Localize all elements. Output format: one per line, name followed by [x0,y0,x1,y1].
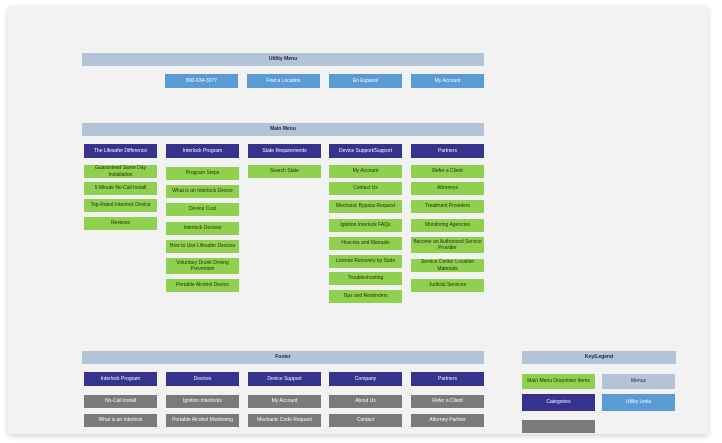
footer-header: Footer [82,351,484,364]
main-menu-item[interactable]: License Recovery by State [329,255,402,268]
main-menu-item[interactable]: Attorneys [411,182,484,195]
main-menu-item[interactable]: Portable Alcohol Device [166,279,239,292]
legend-header: Key/Legend [522,351,676,364]
main-menu-item[interactable]: Contact Us [329,182,402,195]
legend-swatch-dropdown-items: Main Menu Dropdown Items [522,374,595,389]
main-menu-item[interactable]: Monitoring Agencies [411,219,484,232]
main-menu-item[interactable]: Become an Authorized Service Provider [411,237,484,253]
main-category-device-support[interactable]: Device Support/Support [329,144,402,158]
footer-category-partners[interactable]: Partners [411,372,484,386]
main-category-interlock-program[interactable]: Interlock Program [166,144,239,158]
footer-item[interactable]: No-Call Install [84,395,157,408]
legend-swatch-menus: Menus [602,374,675,389]
main-menu-item[interactable]: Troubleshooting [329,272,402,285]
main-menu-item[interactable]: Voluntary Drunk Driving Prevention [166,258,239,274]
footer-item[interactable]: Contact [329,414,402,427]
footer-item[interactable]: Refer a Client [411,395,484,408]
utility-menu-header: Utility Menu [82,53,484,66]
utility-link-my-account[interactable]: My Account [411,74,484,88]
main-menu-item[interactable]: Search State [248,165,321,178]
main-menu-item[interactable]: Treatment Providers [411,200,484,213]
main-menu-item[interactable]: Service Center Location Materials [411,259,484,272]
main-menu-header: Main Menu [82,123,484,136]
main-menu-item[interactable]: Ignition Interlock FAQs [329,219,402,232]
footer-category-devices[interactable]: Devices [166,372,239,386]
main-menu-item[interactable]: Interlock Devices [166,222,239,235]
utility-link-find-location[interactable]: Find a Location [247,74,320,88]
footer-item[interactable]: Ignition Interlocks [166,395,239,408]
main-menu-item[interactable]: Guaranteed Same Day Installation [84,165,157,178]
footer-item[interactable]: Portable Alcohol Monitoring [166,414,239,427]
footer-item[interactable]: About Us [329,395,402,408]
sitemap-canvas: Utility Menu 800-634-3077 Find a Locatio… [8,6,708,434]
main-menu-item[interactable]: Device Cost [166,203,239,216]
main-menu-item[interactable]: Tips and Reminders [329,290,402,303]
footer-category-device-support[interactable]: Device Support [248,372,321,386]
main-menu-item[interactable]: Program Steps [166,167,239,180]
main-menu-item[interactable]: Top-Rated Interlock Device [84,199,157,212]
main-menu-item[interactable]: Refer a Client [411,165,484,178]
main-menu-item[interactable]: How-tos and Manuals [329,237,402,250]
footer-item[interactable]: What is an Interlock [84,414,157,427]
main-menu-item[interactable]: My Account [329,165,402,178]
footer-item[interactable]: My Account [248,395,321,408]
main-menu-item[interactable]: 5 Minute No Call Install [84,182,157,195]
footer-category-company[interactable]: Company [329,372,402,386]
footer-item[interactable]: Mechanic Code Request [248,414,321,427]
utility-link-phone[interactable]: 800-634-3077 [165,74,238,88]
legend-swatch-categories: Categories [522,394,595,411]
main-menu-item[interactable]: How to Use Lifesafer Devices [166,240,239,253]
utility-link-espanol[interactable]: En Espanol [329,74,402,88]
main-category-partners[interactable]: Partners [411,144,484,158]
footer-category-interlock-program[interactable]: Interlock Program [84,372,157,386]
legend-swatch-footer-items [522,420,595,433]
main-category-lifesafer-difference[interactable]: The Lifesafer Difference [84,144,157,158]
main-menu-item[interactable]: Reviews [84,217,157,230]
legend-swatch-utility-links: Utility Links [602,394,675,411]
main-category-state-requirements[interactable]: State Requirements [248,144,321,158]
main-menu-item[interactable]: Judicial Services [411,279,484,292]
footer-item[interactable]: Attorney Partner [411,414,484,427]
main-menu-item[interactable]: Mechanic Bypass Request [329,200,402,213]
main-menu-item[interactable]: What is an Interlock Device [166,185,239,198]
